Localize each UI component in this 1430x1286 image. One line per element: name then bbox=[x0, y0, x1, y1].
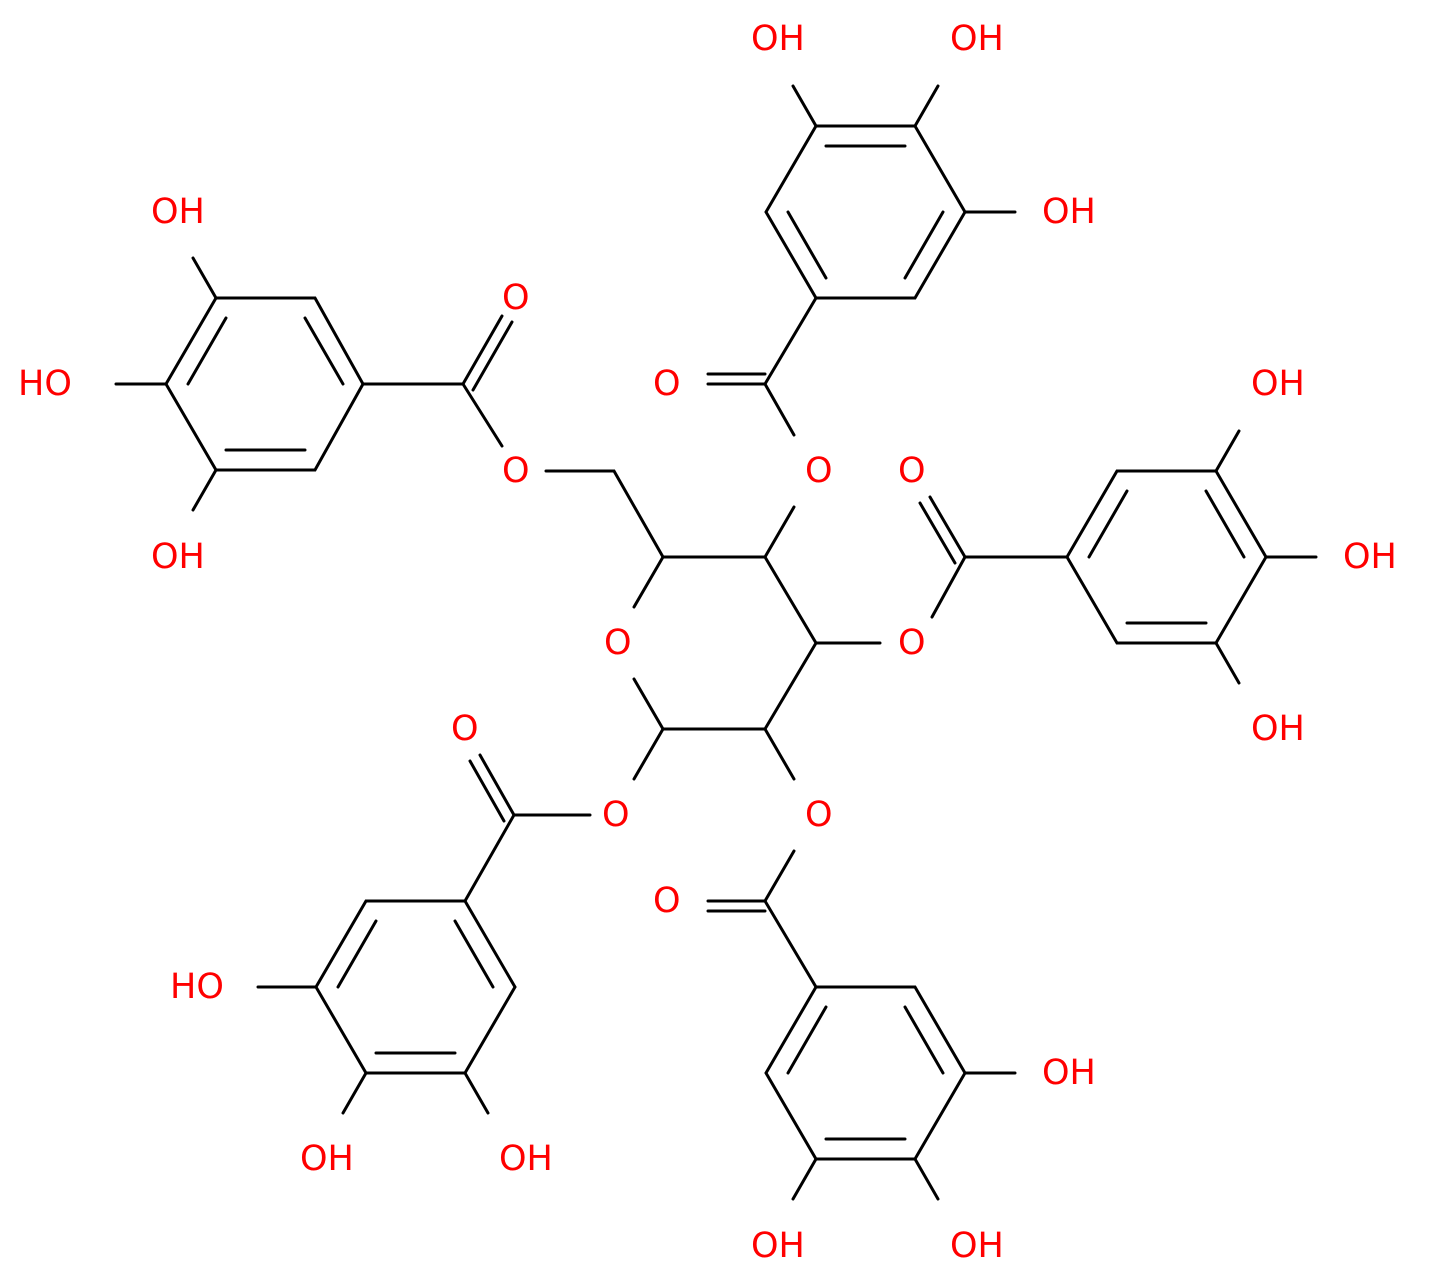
carbonyl-oxygen-label: O bbox=[653, 364, 681, 404]
ring-bond bbox=[632, 555, 665, 609]
hydroxyl-label: HO bbox=[170, 967, 224, 1007]
carbonyl-oxygen-label: O bbox=[653, 881, 681, 921]
hydroxyl-label: OH bbox=[751, 1226, 805, 1266]
hydroxyl-label: OH bbox=[499, 1139, 553, 1179]
bond-ch2 bbox=[544, 469, 665, 559]
ester-oxygen-label: O bbox=[805, 795, 833, 835]
aromatic-ring bbox=[164, 296, 365, 472]
bond-aryl bbox=[763, 296, 818, 386]
bond-oh bbox=[791, 84, 1017, 214]
bond-ester-o bbox=[763, 505, 796, 559]
bond-aryl bbox=[763, 899, 818, 989]
hydroxyl-label: OH bbox=[1251, 364, 1305, 404]
hydroxyl-label: OH bbox=[950, 19, 1004, 59]
bond-carbonyl bbox=[461, 314, 514, 392]
hydroxyl-label: HO bbox=[18, 364, 72, 404]
aromatic-ring-inner bbox=[786, 1005, 945, 1141]
hydroxyl-label: OH bbox=[1343, 537, 1397, 577]
bond-ester-o bbox=[461, 382, 504, 448]
bond-ester-o bbox=[632, 727, 665, 781]
ester-oxygen-label: O bbox=[602, 795, 630, 835]
aromatic-ring-inner bbox=[1087, 489, 1246, 625]
bond-carbonyl bbox=[706, 899, 767, 913]
aromatic-ring bbox=[764, 124, 967, 300]
ring-oxygen-label: O bbox=[604, 623, 632, 663]
hydroxyl-label: OH bbox=[151, 192, 205, 232]
ring-bond bbox=[632, 677, 665, 731]
bond-carbonyl bbox=[468, 753, 516, 823]
bond-carbonyl bbox=[706, 372, 767, 386]
bond-ester-o bbox=[930, 555, 967, 619]
hydroxyl-label: OH bbox=[300, 1139, 354, 1179]
carbonyl-oxygen-label: O bbox=[451, 709, 479, 749]
carbonyl-oxygen-label: O bbox=[502, 278, 530, 318]
bond-ester-o bbox=[763, 849, 796, 903]
ester-oxygen-label: O bbox=[898, 623, 926, 663]
hydroxyl-label: OH bbox=[1042, 192, 1096, 232]
aromatic-ring bbox=[314, 899, 517, 1075]
ring-bond bbox=[661, 555, 818, 731]
aromatic-ring-inner bbox=[336, 919, 495, 1055]
ester-oxygen-label: O bbox=[805, 451, 833, 491]
hydroxyl-label: OH bbox=[1251, 709, 1305, 749]
ester-oxygen-label: O bbox=[502, 451, 530, 491]
bond-oh bbox=[114, 256, 218, 512]
bond-lines bbox=[114, 84, 1318, 1201]
aromatic-ring bbox=[1065, 469, 1268, 645]
bond-ester-o bbox=[763, 727, 796, 781]
atom-labels: O O O OH HO OH O O OH OH OH O O OH OH OH… bbox=[18, 19, 1397, 1266]
bond-oh bbox=[1214, 429, 1318, 685]
carbonyl-oxygen-label: O bbox=[898, 451, 926, 491]
bond-oh bbox=[791, 1071, 1017, 1201]
hydroxyl-label: OH bbox=[151, 537, 205, 577]
bond-oh bbox=[256, 985, 490, 1115]
aromatic-ring-inner bbox=[186, 316, 345, 452]
bond-ester-o bbox=[763, 382, 796, 437]
hydroxyl-label: OH bbox=[751, 19, 805, 59]
hydroxyl-label: OH bbox=[1042, 1053, 1096, 1093]
aromatic-ring-inner bbox=[786, 144, 945, 280]
aromatic-ring bbox=[764, 985, 967, 1161]
hydroxyl-label: OH bbox=[950, 1226, 1004, 1266]
bond-carbonyl bbox=[918, 495, 967, 565]
bond-aryl bbox=[463, 813, 516, 903]
